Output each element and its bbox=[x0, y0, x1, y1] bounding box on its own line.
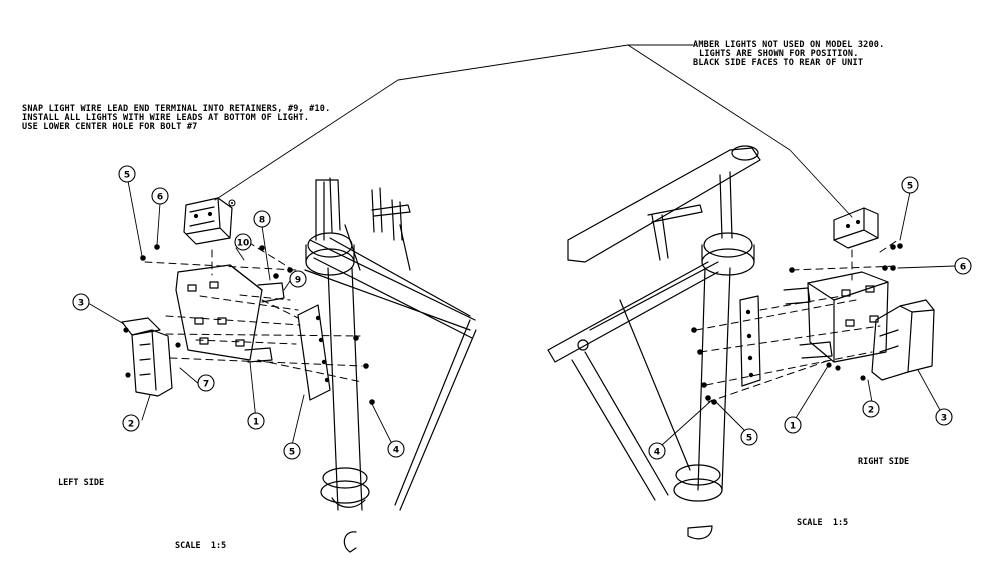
snap-note-line3: USE LOWER CENTER HOLE FOR BOLT #7 bbox=[22, 121, 198, 133]
balloon-l8: 8 bbox=[253, 210, 271, 228]
left-balloon-leaders bbox=[87, 180, 393, 446]
right-amber-light bbox=[833, 207, 879, 249]
svg-text:6: 6 bbox=[960, 263, 966, 273]
amber-leader-lines bbox=[214, 44, 853, 218]
right-frame bbox=[547, 145, 761, 540]
svg-text:8: 8 bbox=[259, 216, 265, 226]
balloon-l4: 4 bbox=[387, 440, 405, 458]
balloon-r5b: 5 bbox=[740, 428, 758, 446]
left-amber-light bbox=[183, 197, 233, 245]
balloon-r6: 6 bbox=[954, 257, 972, 275]
svg-text:1: 1 bbox=[253, 418, 259, 428]
svg-text:3: 3 bbox=[941, 414, 947, 424]
balloon-l5: 5 bbox=[118, 165, 136, 183]
balloon-l5b: 5 bbox=[283, 442, 301, 460]
balloon-l2: 2 bbox=[122, 414, 140, 432]
balloon-l10: 10 bbox=[234, 233, 252, 251]
svg-text:1: 1 bbox=[790, 422, 796, 432]
svg-text:2: 2 bbox=[128, 420, 134, 430]
right-side-label: RIGHT SIDE bbox=[858, 457, 910, 467]
amber-note-line1: AMBER LIGHTS NOT USED ON MODEL 3200. bbox=[693, 39, 885, 51]
right-side-light bbox=[871, 299, 935, 381]
svg-text:4: 4 bbox=[393, 446, 399, 456]
balloons: 5 6 8 10 9 3 7 2 1 5 4 5 6 4 5 1 2 3 bbox=[72, 165, 972, 460]
right-explode-lines bbox=[695, 239, 899, 403]
svg-text:4: 4 bbox=[654, 448, 660, 458]
svg-text:2: 2 bbox=[868, 406, 874, 416]
svg-text:6: 6 bbox=[157, 193, 163, 203]
snap-note-line1: SNAP LIGHT WIRE LEAD END TERMINAL INTO R… bbox=[22, 103, 331, 115]
left-frame bbox=[304, 177, 477, 553]
svg-text:5: 5 bbox=[124, 171, 130, 181]
balloon-l1: 1 bbox=[247, 412, 265, 430]
amber-note-line3: BLACK SIDE FACES TO REAR OF UNIT bbox=[693, 57, 864, 69]
svg-text:3: 3 bbox=[78, 299, 84, 309]
left-side-label: LEFT SIDE bbox=[58, 478, 105, 488]
balloon-l7: 7 bbox=[197, 374, 215, 392]
balloon-r4: 4 bbox=[648, 442, 666, 460]
balloon-r5: 5 bbox=[901, 176, 919, 194]
snap-note-line2: INSTALL ALL LIGHTS WITH WIRE LEADS AT BO… bbox=[22, 112, 310, 124]
svg-text:5: 5 bbox=[289, 448, 295, 458]
left-side-light bbox=[121, 317, 173, 397]
right-bolts bbox=[691, 243, 903, 405]
right-bracket bbox=[783, 271, 889, 363]
scale-left-label: SCALE 1:5 bbox=[175, 541, 227, 551]
svg-text:7: 7 bbox=[203, 380, 209, 390]
balloon-l3: 3 bbox=[72, 293, 90, 311]
balloon-l9: 9 bbox=[289, 270, 307, 288]
balloon-l6: 6 bbox=[151, 187, 169, 205]
svg-text:10: 10 bbox=[237, 239, 250, 249]
svg-text:5: 5 bbox=[746, 434, 752, 444]
right-balloon-leaders bbox=[661, 191, 956, 446]
balloon-r2: 2 bbox=[862, 400, 880, 418]
small-marker-icon bbox=[228, 199, 236, 207]
right-mounting-plate bbox=[739, 295, 761, 387]
left-bracket bbox=[175, 264, 285, 363]
svg-text:9: 9 bbox=[295, 276, 301, 286]
balloon-r3: 3 bbox=[935, 408, 953, 426]
scale-right-label: SCALE 1:5 bbox=[797, 518, 849, 528]
svg-text:5: 5 bbox=[907, 182, 913, 192]
left-bolts bbox=[123, 239, 375, 405]
left-mounting-plate bbox=[297, 304, 331, 401]
left-explode-lines bbox=[144, 241, 363, 383]
amber-note-line2: LIGHTS ARE SHOWN FOR POSITION. bbox=[699, 48, 859, 60]
balloon-r1: 1 bbox=[784, 416, 802, 434]
